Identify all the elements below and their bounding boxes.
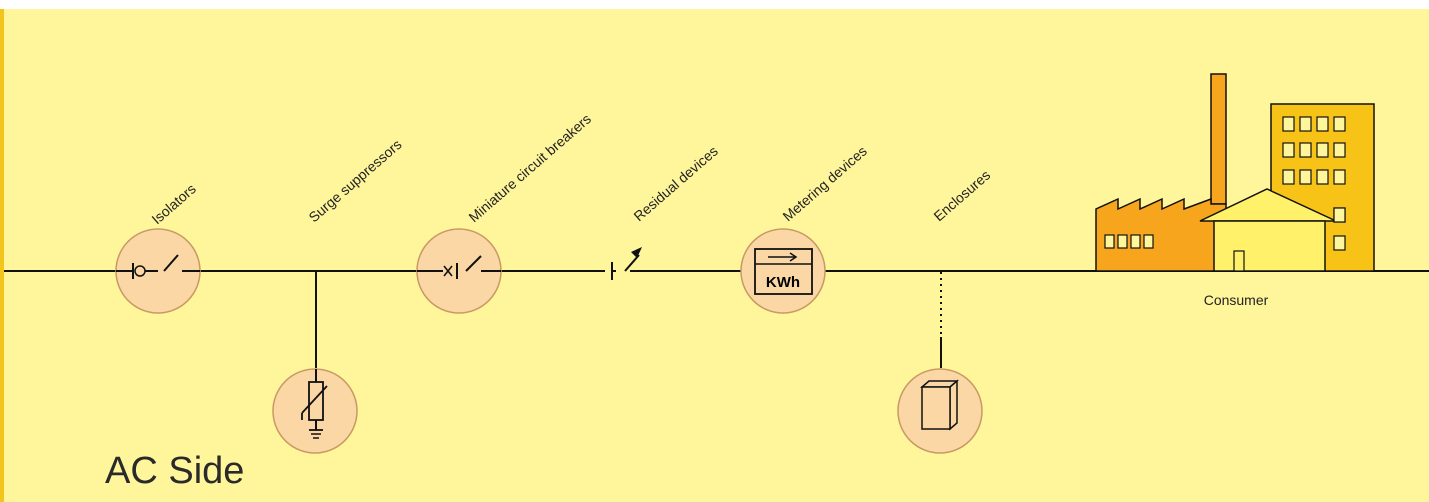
left-border — [0, 9, 4, 502]
isolator-switch-icon — [115, 228, 201, 314]
factory-building-icon — [1095, 73, 1375, 272]
circuit-breaker-icon — [416, 228, 502, 314]
residual-current-device-icon — [605, 247, 642, 282]
varistor-icon — [272, 368, 358, 454]
ac-side-title: AC Side — [105, 450, 244, 492]
enclosure-box-icon — [897, 368, 983, 454]
kwh-meter-icon: KWh — [740, 228, 826, 314]
consumer-label: Consumer — [1204, 292, 1269, 308]
meter-kwh-text: KWh — [766, 274, 800, 291]
